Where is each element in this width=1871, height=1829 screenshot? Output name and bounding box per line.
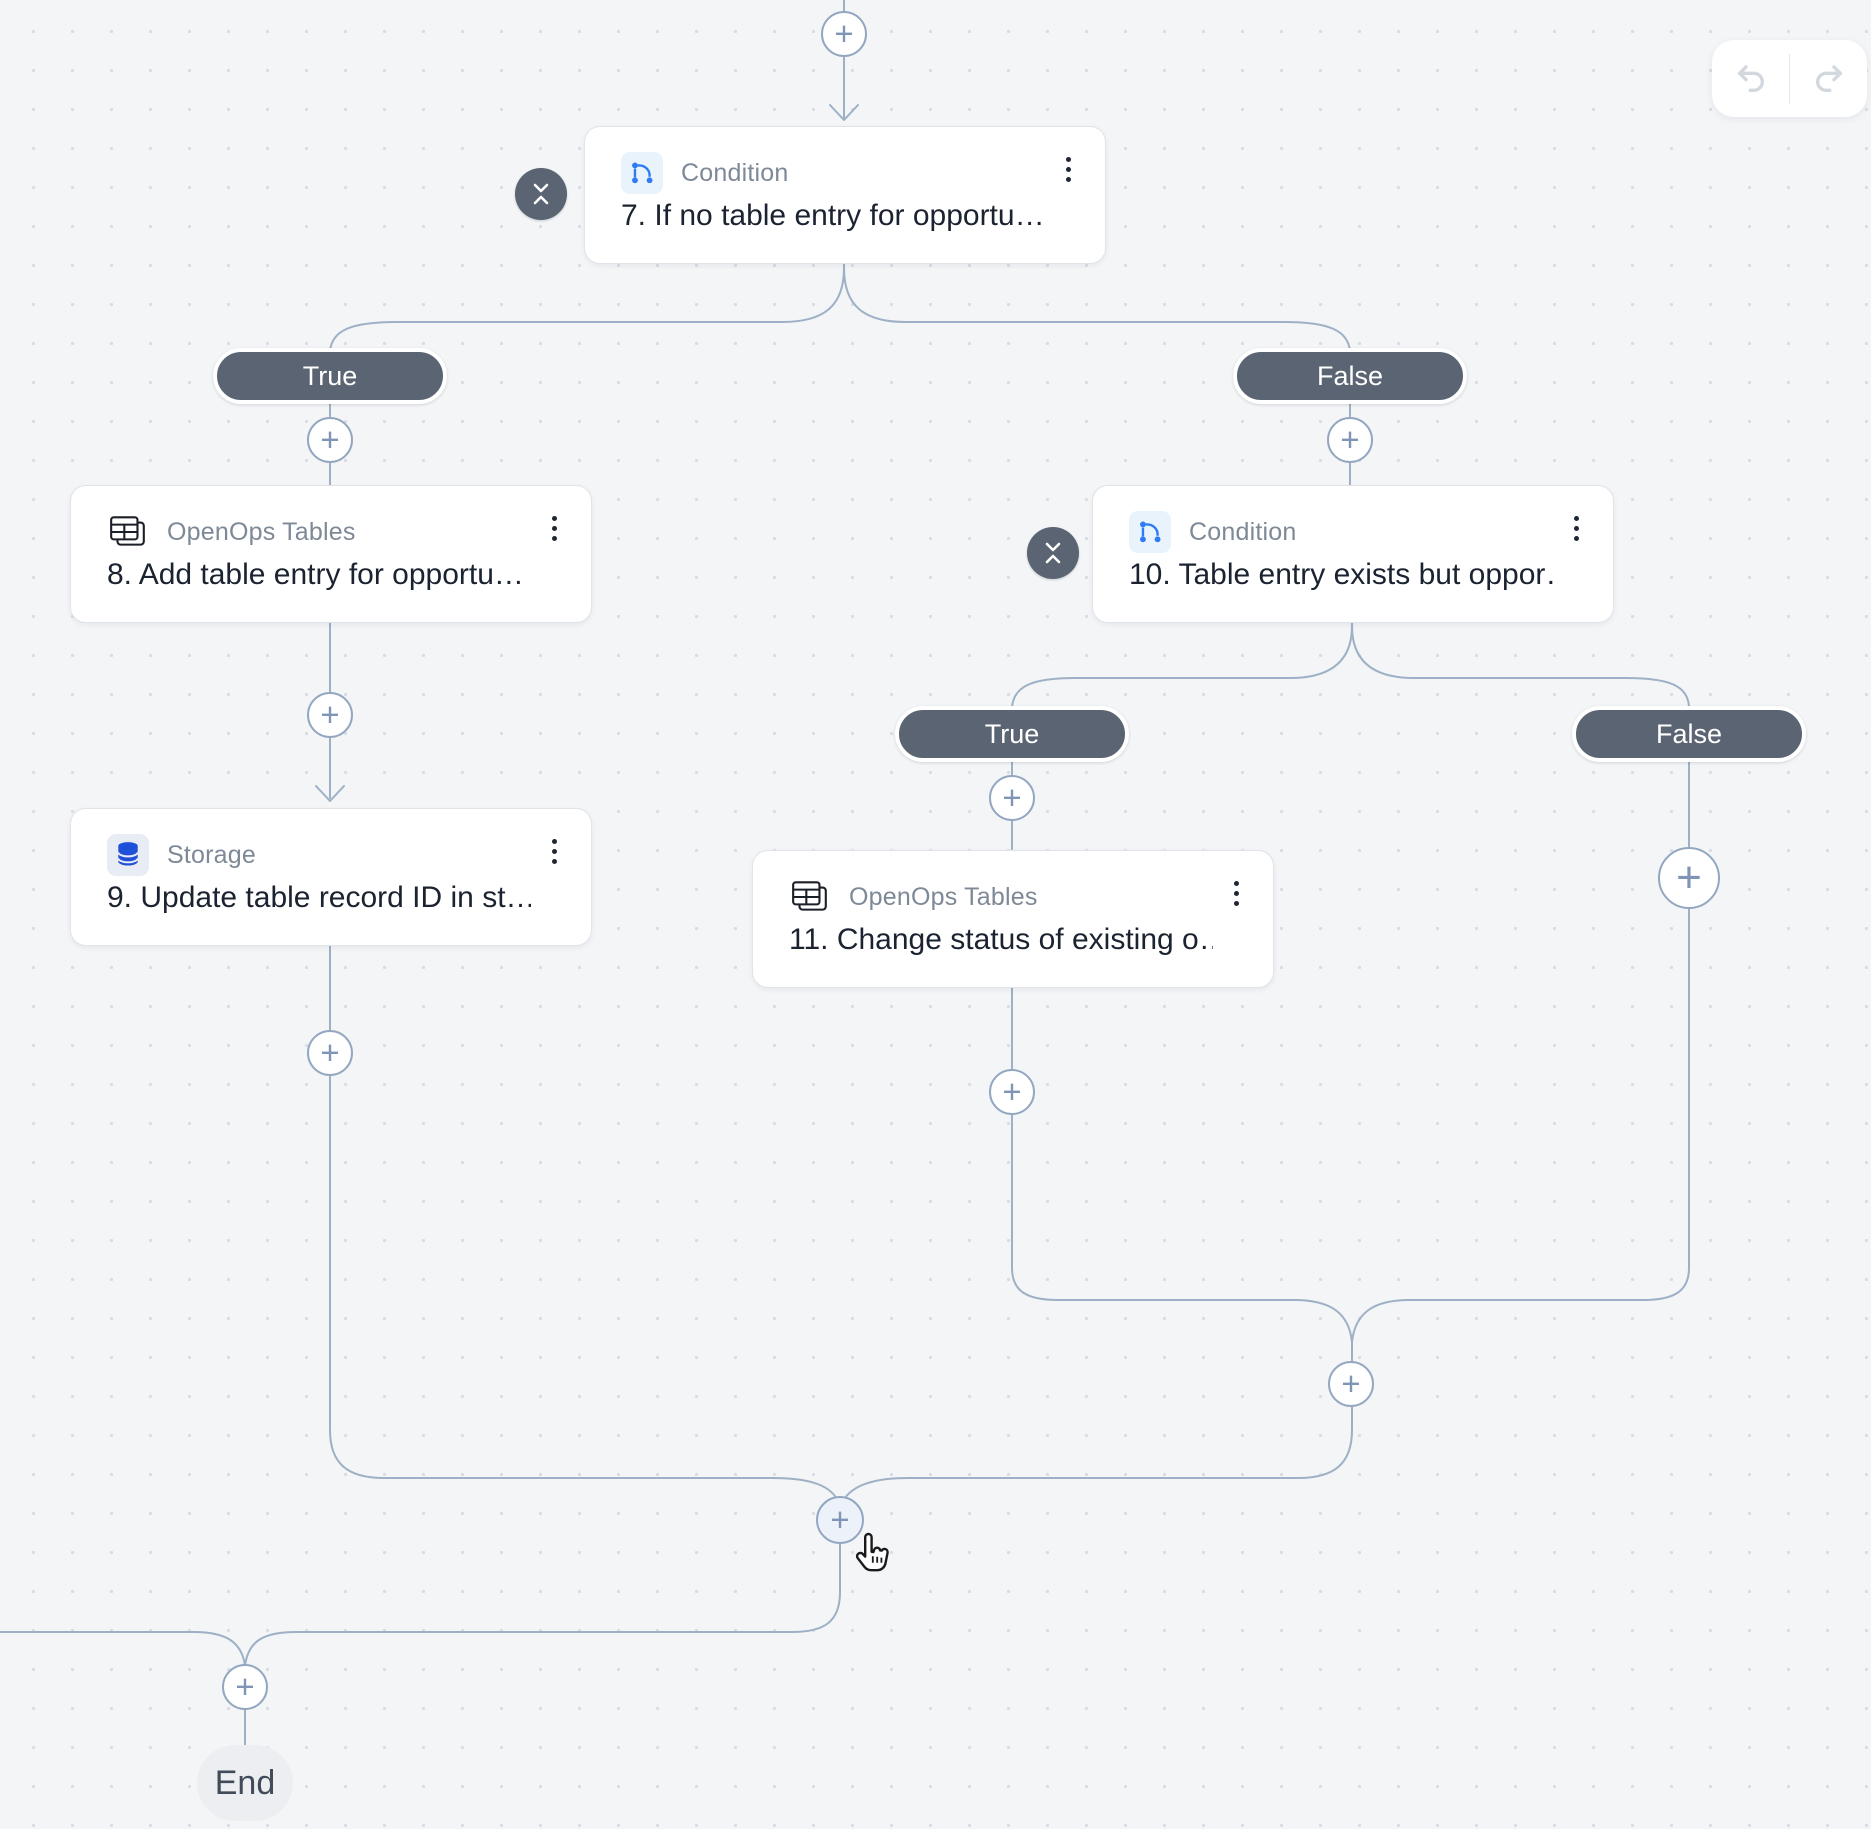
toolbar-divider bbox=[1789, 53, 1790, 104]
step-node-10-condition[interactable]: Condition 10. Table entry exists but opp… bbox=[1092, 485, 1614, 623]
add-step-button-top[interactable]: + bbox=[821, 11, 867, 57]
branch-label-inner-false: False bbox=[1572, 706, 1806, 762]
branch-label-true: True bbox=[213, 348, 447, 404]
end-label: End bbox=[214, 1763, 276, 1802]
step-title: 7. If no table entry for opportu… bbox=[621, 199, 1045, 232]
step-node-11-openops-tables[interactable]: OpenOps Tables 11. Change status of exis… bbox=[752, 850, 1274, 988]
step-app-name: Condition bbox=[681, 158, 789, 187]
redo-arrow-icon bbox=[1815, 64, 1842, 92]
branch-label-inner-true: True bbox=[895, 706, 1129, 762]
condition-branch-icon bbox=[621, 152, 663, 194]
collapse-vertical-icon bbox=[533, 183, 549, 205]
database-icon bbox=[107, 834, 149, 876]
step-title: 11. Change status of existing o… bbox=[789, 923, 1213, 956]
undo-button[interactable] bbox=[1726, 54, 1776, 104]
branch-label-text: False bbox=[1655, 718, 1723, 749]
add-step-button-after-node8[interactable]: + bbox=[307, 692, 353, 738]
condition-branch-icon bbox=[1129, 511, 1171, 553]
step-title: 10. Table entry exists but oppor… bbox=[1129, 558, 1553, 591]
add-step-button-inner-true[interactable]: + bbox=[989, 775, 1035, 821]
branch-label-text: True bbox=[984, 718, 1040, 749]
branch-label-text: False bbox=[1316, 360, 1384, 391]
collapse-branch-button[interactable] bbox=[515, 168, 567, 220]
history-toolbar bbox=[1712, 40, 1867, 117]
add-step-button-after-node11[interactable]: + bbox=[989, 1069, 1035, 1115]
add-step-button-after-node9[interactable]: + bbox=[307, 1030, 353, 1076]
collapse-branch-button[interactable] bbox=[1027, 527, 1079, 579]
step-app-name: Condition bbox=[1189, 517, 1297, 546]
step-menu-button[interactable] bbox=[1234, 881, 1239, 906]
add-step-button-inner-merge[interactable]: + bbox=[1328, 1361, 1374, 1407]
step-menu-button[interactable] bbox=[1574, 516, 1579, 541]
branch-label-text: True bbox=[302, 360, 358, 391]
step-node-8-openops-tables[interactable]: OpenOps Tables 8. Add table entry for op… bbox=[70, 485, 592, 623]
add-step-button-before-end[interactable]: + bbox=[222, 1664, 268, 1710]
step-title: 9. Update table record ID in st… bbox=[107, 881, 531, 914]
step-app-name: OpenOps Tables bbox=[849, 882, 1038, 911]
step-node-7-condition[interactable]: Condition 7. If no table entry for oppor… bbox=[584, 126, 1106, 264]
step-menu-button[interactable] bbox=[552, 839, 557, 864]
step-menu-button[interactable] bbox=[552, 516, 557, 541]
stacked-tables-icon bbox=[789, 876, 831, 918]
add-step-button-true-branch[interactable]: + bbox=[307, 417, 353, 463]
collapse-vertical-icon bbox=[1045, 542, 1061, 564]
step-node-9-storage[interactable]: Storage 9. Update table record ID in st… bbox=[70, 808, 592, 946]
step-title: 8. Add table entry for opportu… bbox=[107, 558, 524, 591]
branch-label-false: False bbox=[1233, 348, 1467, 404]
step-app-name: OpenOps Tables bbox=[167, 517, 356, 546]
add-step-button-inner-false-empty[interactable]: + bbox=[1658, 847, 1720, 909]
step-app-name: Storage bbox=[167, 840, 256, 869]
step-menu-button[interactable] bbox=[1066, 157, 1071, 182]
stacked-tables-icon bbox=[107, 511, 149, 553]
undo-arrow-icon bbox=[1737, 64, 1764, 92]
redo-button[interactable] bbox=[1804, 54, 1854, 104]
add-step-button-false-branch[interactable]: + bbox=[1327, 417, 1373, 463]
add-step-button-bottom-merge[interactable]: + bbox=[816, 1496, 864, 1544]
end-node: End bbox=[197, 1745, 293, 1821]
